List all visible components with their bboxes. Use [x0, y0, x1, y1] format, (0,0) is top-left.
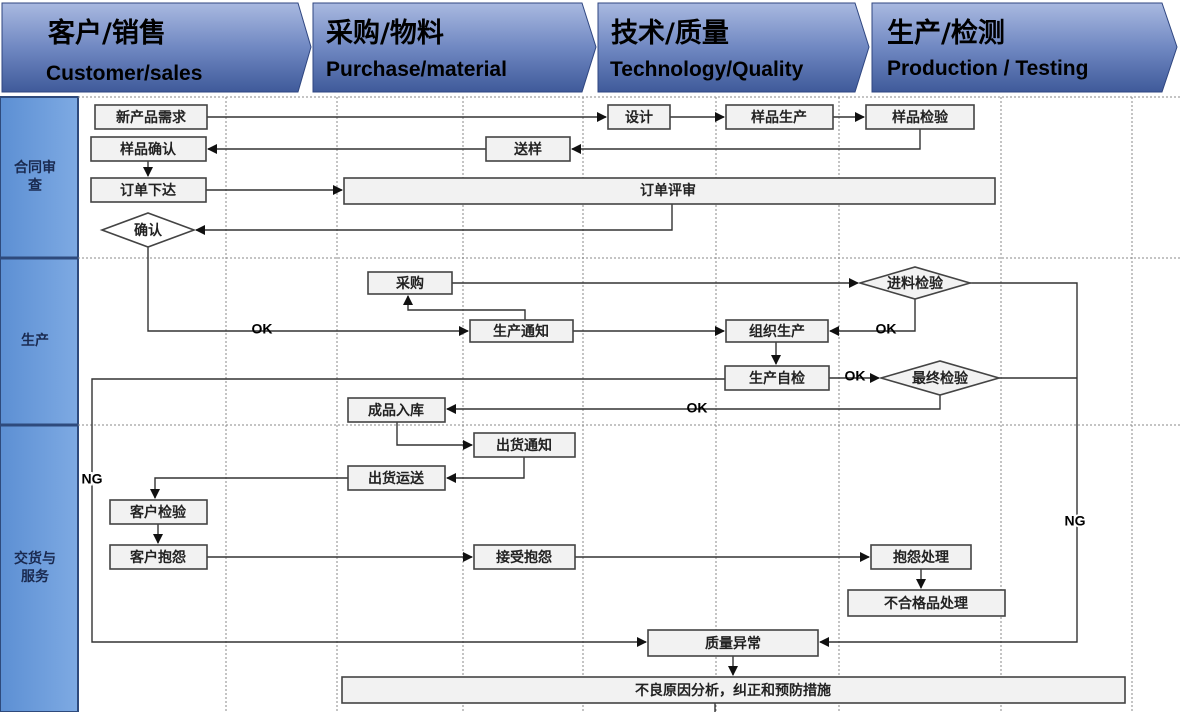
node-sample-inspection[interactable]: 样品检验: [865, 104, 975, 130]
node-quality-abnormal[interactable]: 质量异常: [647, 629, 819, 657]
node-label: 最终检验: [912, 370, 969, 387]
node-label: 订单下达: [120, 182, 176, 199]
node-label: 出货通知: [496, 437, 552, 454]
edge-label-ng: NG: [82, 471, 103, 487]
phase-header: 客户/销售 Customer/sales 采购/物料 Purchase/mate…: [1, 2, 1178, 93]
node-label: 样品确认: [120, 141, 177, 158]
lane-label-contract-review-2: 查: [28, 177, 43, 194]
node-new-product-demand[interactable]: 新产品需求: [94, 104, 208, 130]
node-design[interactable]: 设计: [607, 104, 671, 130]
node-customer-complaint[interactable]: 客户抱怨: [109, 544, 208, 570]
node-organize-production[interactable]: 组织生产: [725, 319, 829, 343]
edge-labels: OK OK OK OK NG NG: [80, 321, 1088, 531]
node-label: 接受抱怨: [496, 549, 552, 566]
nodes: 新产品需求 样品确认 订单下达 确认 设计 样品生产 样品检验 送样 订单评审 …: [90, 104, 1126, 704]
node-send-sample[interactable]: 送样: [485, 136, 571, 162]
phase-title-en: Technology/Quality: [610, 58, 804, 81]
lane-label-delivery-service-2: 服务: [21, 568, 50, 585]
phase-title-cn: 客户/销售: [48, 17, 166, 49]
node-label: 送样: [513, 141, 542, 158]
node-complaint-handling[interactable]: 抱怨处理: [870, 544, 972, 570]
decision-final-inspection[interactable]: 最终检验: [878, 360, 1002, 396]
node-purchase[interactable]: 采购: [367, 271, 453, 295]
phase-technology-quality: 技术/质量 Technology/Quality: [597, 2, 870, 93]
node-label: 组织生产: [749, 323, 805, 340]
node-order-review[interactable]: 订单评审: [343, 177, 996, 205]
node-label: 样品检验: [892, 109, 949, 126]
swimlane-labels: 合同审 查 生产 交货与 服务: [0, 96, 79, 712]
node-root-cause-analysis[interactable]: 不良原因分析，纠正和预防措施: [341, 676, 1126, 704]
node-shipping-notice[interactable]: 出货通知: [473, 432, 576, 458]
lane-label-delivery-service: 交货与: [14, 550, 56, 567]
decision-confirm[interactable]: 确认: [99, 212, 197, 248]
node-label: 新产品需求: [116, 109, 187, 126]
node-self-inspection[interactable]: 生产自检: [724, 365, 830, 391]
phase-title-cn: 技术/质量: [611, 18, 729, 49]
node-label: 质量异常: [705, 635, 761, 652]
node-label: 抱怨处理: [893, 549, 949, 566]
node-order-issue[interactable]: 订单下达: [90, 177, 207, 203]
node-warehousing[interactable]: 成品入库: [347, 397, 446, 423]
edge-label-ok: OK: [252, 321, 273, 337]
node-label: 不合格品处理: [884, 595, 968, 612]
node-shipping-delivery[interactable]: 出货运送: [347, 465, 446, 491]
node-sample-confirm[interactable]: 样品确认: [90, 136, 207, 162]
node-sample-production[interactable]: 样品生产: [725, 104, 834, 130]
node-production-notice[interactable]: 生产通知: [469, 319, 574, 343]
node-label: 设计: [625, 109, 653, 126]
edge-label-ok: OK: [845, 368, 866, 384]
edge-label-ok: OK: [876, 321, 897, 337]
node-accept-complaint[interactable]: 接受抱怨: [473, 544, 576, 570]
node-label: 确认: [134, 222, 163, 239]
node-label: 成品入库: [368, 402, 424, 419]
node-label: 不良原因分析，纠正和预防措施: [635, 682, 831, 699]
node-label: 出货运送: [368, 470, 425, 487]
node-label: 进料检验: [887, 275, 944, 292]
decision-incoming-inspection[interactable]: 进料检验: [857, 266, 973, 300]
node-label: 客户抱怨: [129, 549, 186, 566]
node-label: 订单评审: [640, 182, 696, 199]
edge-label-ok: OK: [687, 400, 708, 416]
node-label: 客户检验: [129, 504, 187, 521]
node-label: 采购: [395, 275, 424, 292]
phase-title-en: Customer/sales: [46, 62, 202, 85]
phase-title-cn: 生产/检测: [887, 17, 1005, 49]
phase-title-cn: 采购/物料: [326, 18, 444, 49]
connectors: [91, 112, 1078, 712]
node-customer-inspection[interactable]: 客户检验: [109, 499, 208, 525]
edge-label-ng: NG: [1065, 513, 1086, 529]
lane-label-contract-review: 合同审: [14, 159, 56, 176]
phase-production-testing: 生产/检测 Production / Testing: [871, 2, 1178, 93]
node-label: 生产通知: [493, 323, 549, 340]
node-nonconforming-handling[interactable]: 不合格品处理: [847, 589, 1006, 617]
phase-title-en: Purchase/material: [326, 58, 507, 81]
phase-purchase-material: 采购/物料 Purchase/material: [312, 2, 597, 93]
phase-title-en: Production / Testing: [887, 57, 1088, 80]
phase-customer-sales: 客户/销售 Customer/sales: [1, 2, 312, 93]
node-label: 生产自检: [749, 370, 805, 387]
lane-label-production: 生产: [21, 332, 49, 349]
node-label: 样品生产: [751, 109, 807, 126]
